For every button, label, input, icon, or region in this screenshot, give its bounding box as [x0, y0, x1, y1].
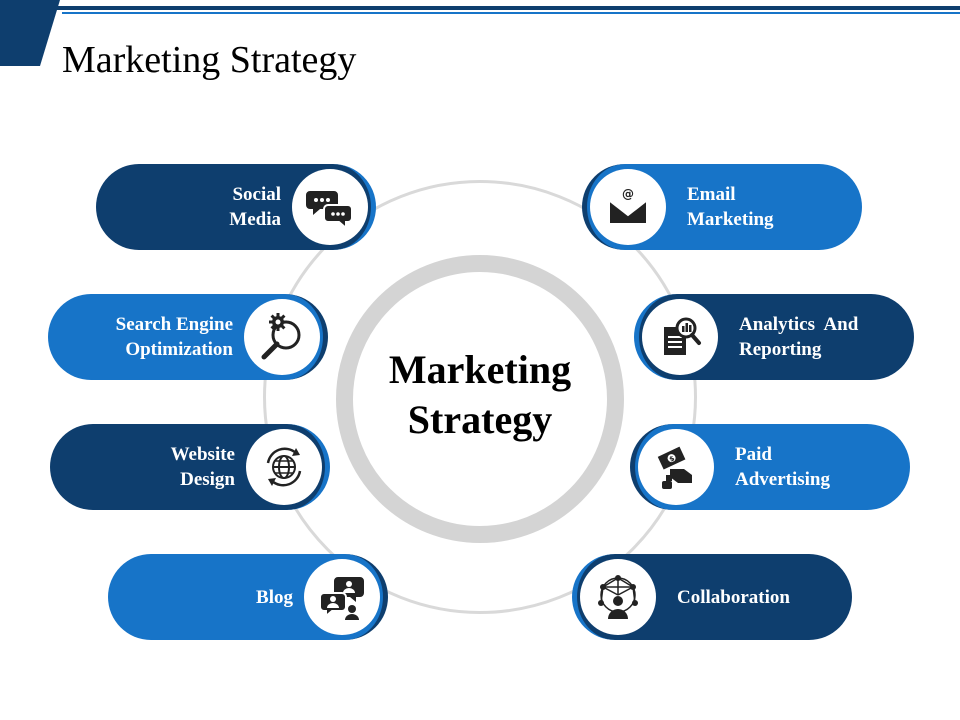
header-band [0, 0, 960, 66]
svg-text:@: @ [622, 187, 634, 201]
pill-label-line1: Search Engine [115, 314, 233, 335]
pill-paid-advertising: $ Paid Advertising [630, 424, 910, 510]
pill-label-line2: Optimization [125, 339, 233, 360]
pill-label-line1: Website [170, 444, 235, 465]
icon-holder [292, 169, 368, 245]
page-title: Marketing Strategy [62, 39, 357, 81]
pill-label-line2: Advertising [735, 469, 830, 490]
pill-website-design: Website Design [50, 424, 330, 510]
pill-email-marketing: @ Email Marketing [582, 164, 862, 250]
speech-bubbles-icon [306, 191, 353, 231]
icon-holder [304, 559, 380, 635]
icon-holder: $ [638, 429, 714, 505]
center-title: Marketing Strategy [346, 345, 614, 445]
network-person-icon [598, 575, 638, 619]
pill-label-line1: Blog [256, 586, 293, 608]
pill-label-line2: Marketing [687, 209, 774, 230]
pill-social-media: Social Media [96, 164, 376, 250]
icon-holder: @ [590, 169, 666, 245]
pill-label: Paid Advertising [735, 424, 830, 510]
pill-label: Blog [256, 554, 293, 640]
pill-label-line2: Media [229, 209, 281, 230]
pill-label: Search Engine Optimization [116, 294, 233, 380]
globe-refresh-icon [266, 447, 302, 487]
hand-money-icon: $ [657, 446, 692, 489]
pill-blog: Blog [108, 554, 388, 640]
pill-label: Website Design [171, 424, 235, 510]
center-title-line1: Marketing [388, 347, 572, 392]
outer-ring [263, 180, 697, 614]
pill-search-engine-optimization: Search Engine Optimization [48, 294, 328, 380]
pill-label-line1: Collaboration [677, 586, 790, 608]
pill-label-line1: Paid [735, 444, 772, 465]
pill-label-line2: Design [180, 469, 235, 490]
center-title-line2: Strategy [407, 397, 553, 442]
icon-holder [580, 559, 656, 635]
pill-label-line2: Reporting [739, 339, 822, 360]
pill-label: Email Marketing [687, 164, 774, 250]
pill-label-line1: Analytics And [739, 314, 859, 335]
gear-magnifier-icon [261, 313, 301, 360]
svg-text:$: $ [668, 454, 676, 463]
pill-analytics-and-reporting: Analytics And Reporting [634, 294, 914, 380]
icon-holder [642, 299, 718, 375]
icon-holder [244, 299, 320, 375]
icon-holder [246, 429, 322, 505]
people-chat-icon [319, 577, 364, 620]
pill-label-line1: Email [687, 184, 736, 205]
pill-collaboration: Collaboration [572, 554, 852, 640]
report-magnifier-icon [664, 317, 701, 355]
pill-label: Social Media [229, 164, 281, 250]
envelope-at-icon: @ [609, 187, 647, 223]
pill-label: Analytics And Reporting [739, 294, 858, 380]
pill-label: Collaboration [677, 554, 790, 640]
pill-label-line1: Social [232, 184, 281, 205]
